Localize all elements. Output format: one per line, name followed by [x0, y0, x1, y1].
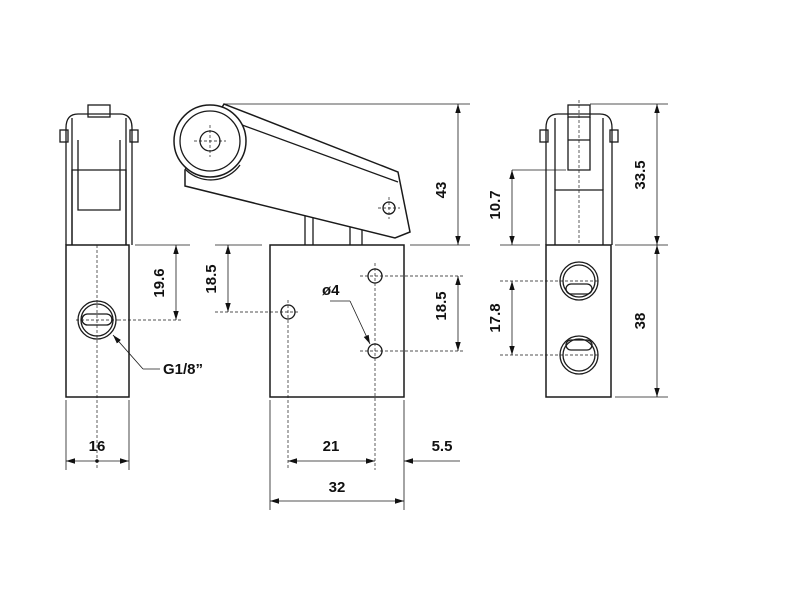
- left-view-actuator: [59, 104, 139, 245]
- label-hole-diameter: ø4: [322, 282, 340, 299]
- dim-height-38: 38: [632, 313, 649, 330]
- right-side-view: 10.7 17.8 33.5 38: [487, 100, 668, 398]
- right-view-actuator: [539, 100, 619, 245]
- label-thread-g1-8: G1/8”: [163, 361, 203, 378]
- dim-width-32: 32: [329, 479, 346, 496]
- front-view-roller: [173, 104, 247, 181]
- right-view-body: [545, 244, 612, 398]
- dim-height-18-5-left: 18.5: [203, 264, 220, 293]
- dim-height-18-5-right: 18.5: [433, 291, 450, 320]
- front-view: 18.5 43 18.5 ø4 21 5.5 32: [173, 103, 470, 510]
- left-side-view: 16 19.6 G1/8”: [59, 104, 203, 470]
- dim-spacing-21: 21: [323, 438, 340, 455]
- dim-height-19-6: 19.6: [151, 268, 168, 297]
- front-view-body: [269, 244, 405, 398]
- dim-offset-5-5: 5.5: [432, 438, 453, 455]
- dim-height-33-5: 33.5: [632, 160, 649, 189]
- dim-height-10-7: 10.7: [487, 190, 504, 219]
- front-view-holes: [215, 263, 465, 470]
- dim-width-16: 16: [89, 438, 106, 455]
- left-view-body: [65, 244, 130, 398]
- right-view-ports: [500, 261, 600, 375]
- dim-height-17-8: 17.8: [487, 303, 504, 332]
- dim-height-43: 43: [433, 182, 450, 199]
